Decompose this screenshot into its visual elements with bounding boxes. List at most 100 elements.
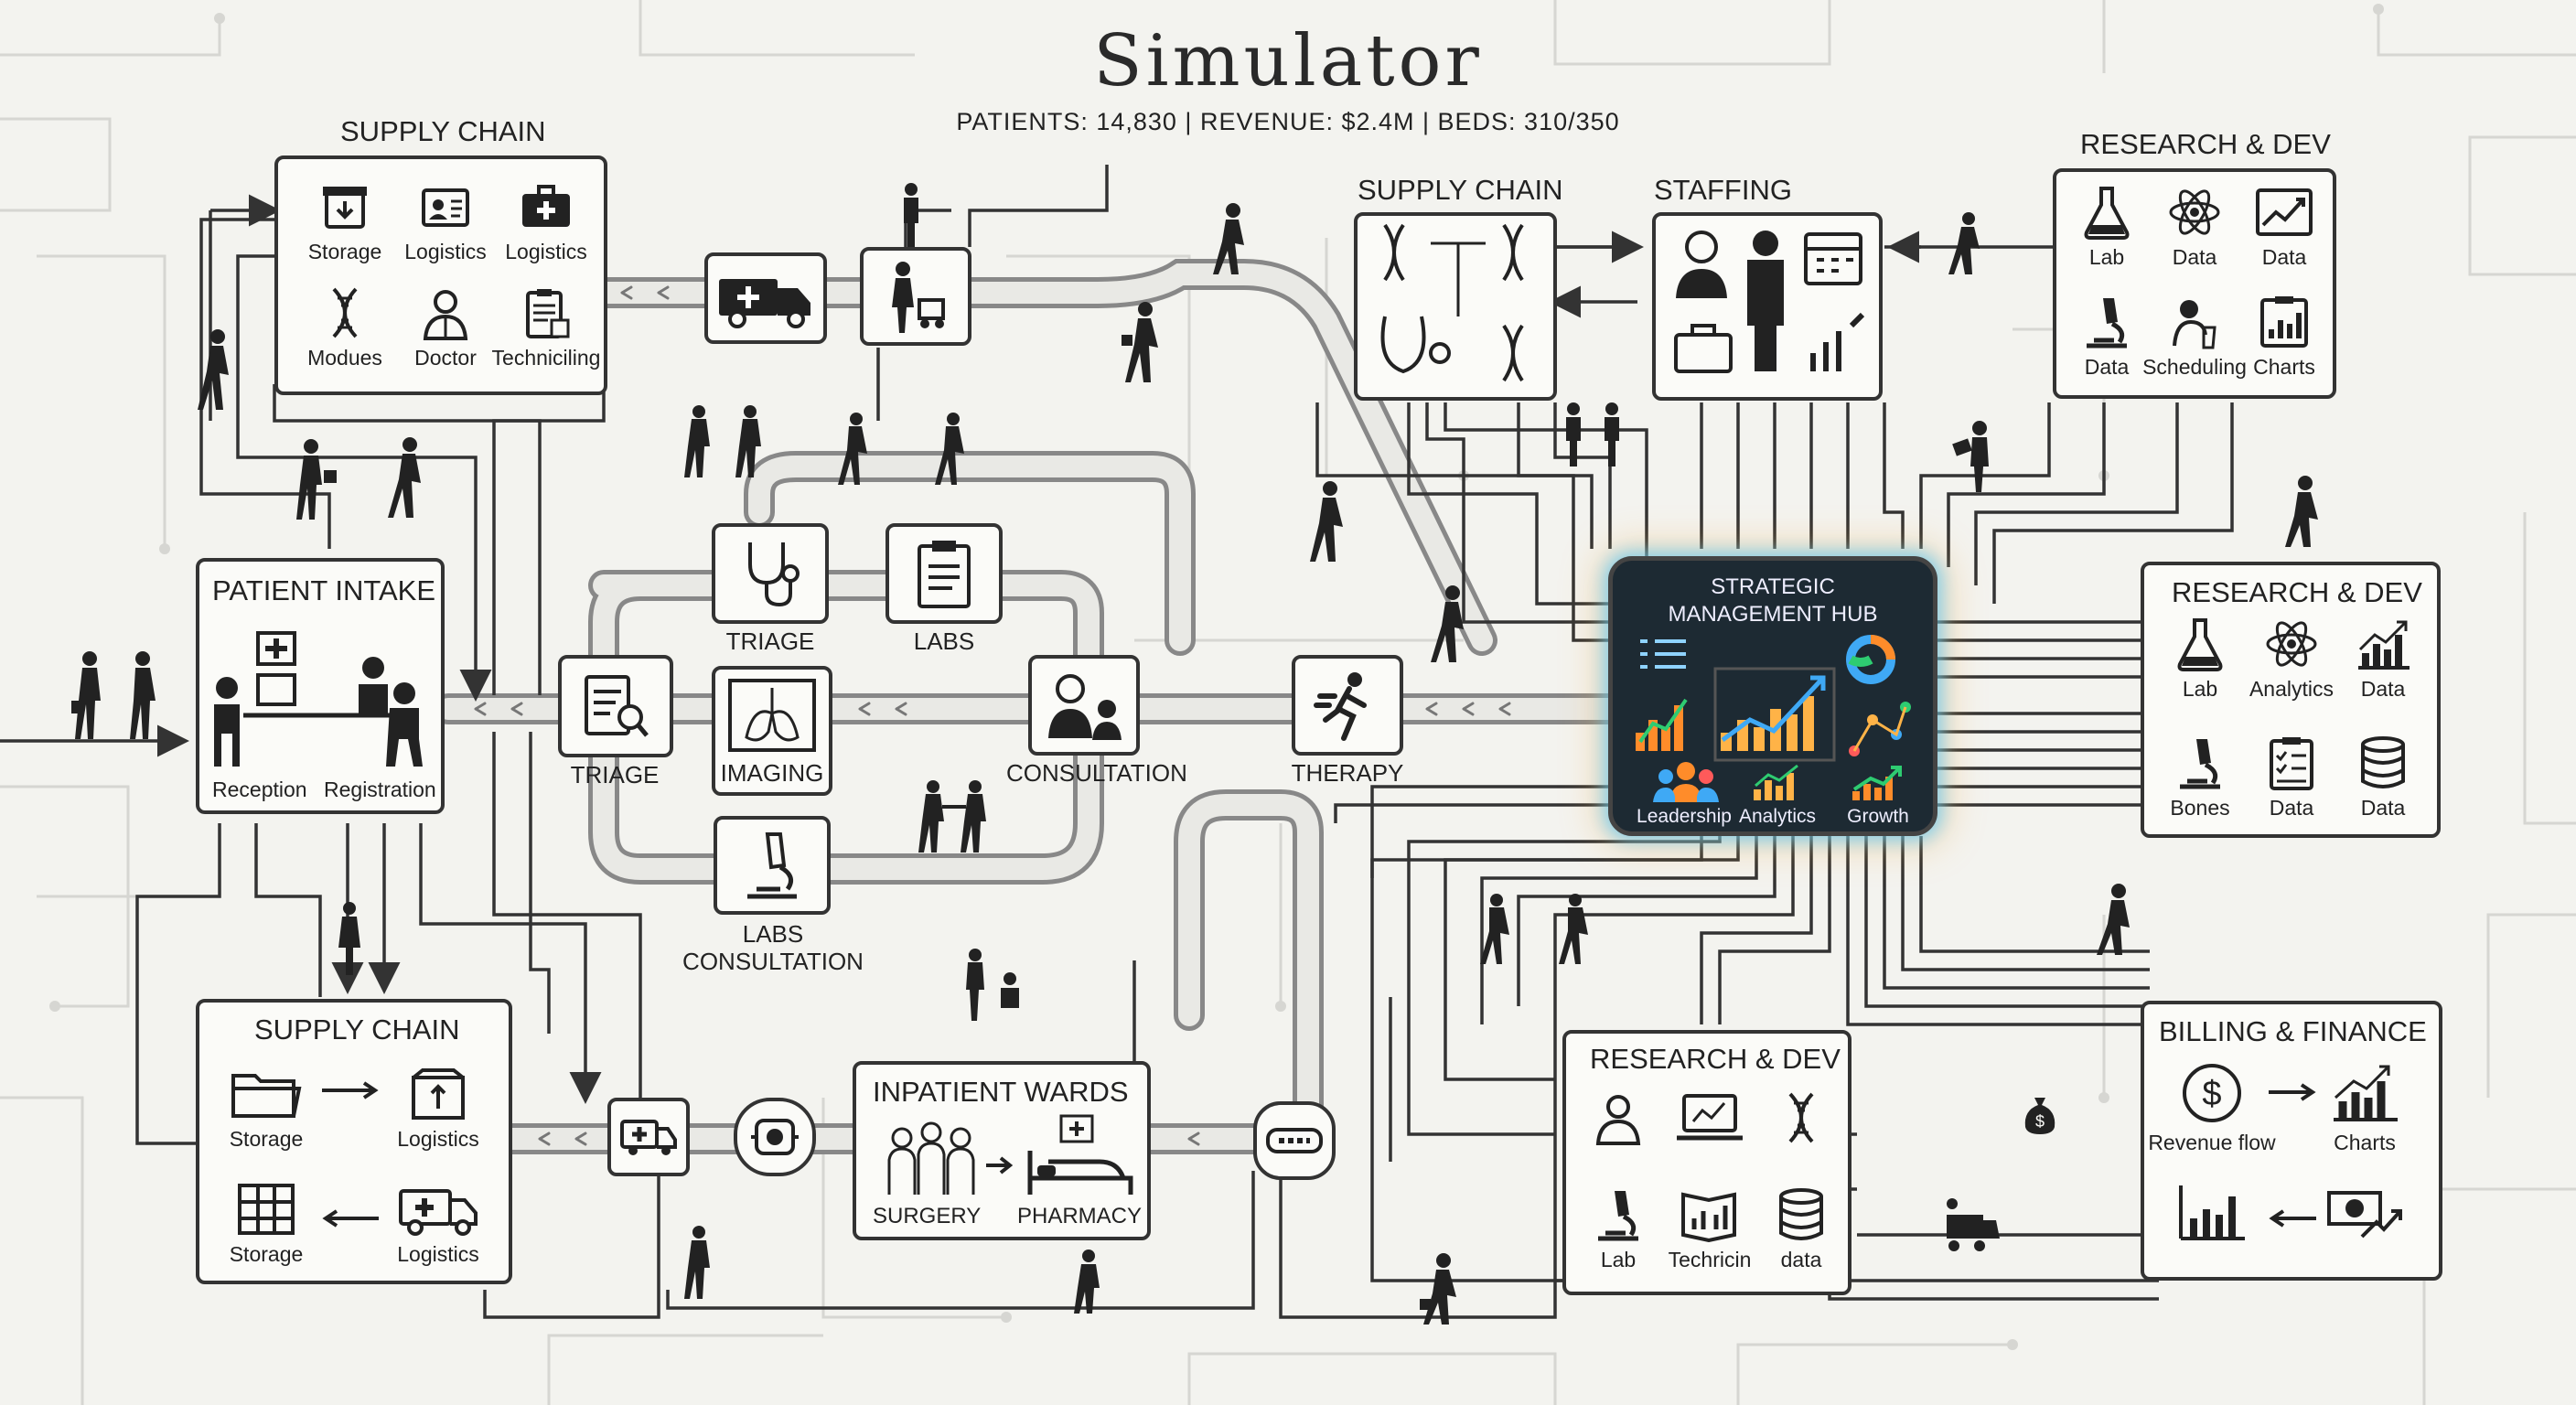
research-bottom-cell-6[interactable]: data [1742,1187,1861,1272]
ambulance-small-node[interactable] [607,1098,690,1176]
triage-top-label: TRIAGE [725,627,815,655]
hub-label-growth: Growth [1847,806,1909,827]
consultation-node[interactable] [1028,655,1140,756]
therapy-node[interactable] [1292,655,1403,756]
hub-dashboard-icon [1636,635,1911,762]
bed-icon [1266,1128,1323,1153]
research-bottom-cell-1[interactable] [1559,1090,1678,1145]
supply-chain-top-title: SUPPLY CHAIN [340,115,546,147]
labs-node[interactable] [886,523,1003,624]
research-right-cell-3[interactable]: Data [2324,617,2442,702]
walking-person-icon [1213,203,1244,274]
cell-label: Charts [2253,355,2315,379]
research-top-cell-3[interactable]: Data [2225,185,2344,270]
imaging-node[interactable]: IMAGING [712,666,832,796]
device-node[interactable] [734,1098,816,1176]
supply-top-cell-3[interactable]: Logistics [487,179,606,264]
research-right-cell-2[interactable]: Analytics [2232,617,2351,702]
supply-top-cell-1[interactable]: Storage [285,179,404,264]
labs-label: LABS [913,627,975,655]
research-right-cell-5[interactable]: Data [2232,735,2351,820]
cell-label: Logistics [404,240,487,263]
research-bottom-cell-3[interactable] [1742,1090,1861,1145]
registration-label: Registration [324,778,436,801]
walking-person-icon [684,1226,710,1299]
billing-cell-1[interactable]: $ Revenue flow [2148,1061,2276,1155]
research-right-cell-4[interactable]: Bones [2141,735,2259,820]
walking-person-icon [1310,481,1343,562]
walking-person-icon [1074,1249,1100,1314]
research-top-cell-4[interactable]: Data [2047,295,2166,380]
bed-capsule-node[interactable] [1253,1101,1336,1180]
research-top-box: Lab Data Data Data Scheduling Charts [2053,168,2336,399]
supply-bottom-cell-4[interactable]: Logistics [379,1182,498,1267]
trend-chart-icon [2256,188,2313,236]
billing-cell-3[interactable] [2148,1180,2276,1244]
research-top-cell-1[interactable]: Lab [2047,185,2166,270]
arrow-left-icon [322,1209,379,1228]
surgery-label: SURGERY [873,1204,982,1228]
strategic-management-hub[interactable]: STRATEGIC MANAGEMENT HUB Leadership Anal… [1608,556,1937,836]
microscope-icon [2180,739,2220,789]
hub-title: STRATEGIC MANAGEMENT HUB [1668,574,1878,627]
research-right-box: RESEARCH & DEV Lab Analytics Data Bones … [2141,562,2441,838]
cell-label: Revenue flow [2148,1131,2276,1154]
research-bottom-cell-4[interactable]: Lab [1559,1187,1678,1272]
triage-node[interactable] [558,655,673,757]
research-top-cell-2[interactable]: Data [2135,185,2254,270]
research-right-cell-6[interactable]: Data [2324,735,2442,820]
folder-icon [231,1074,302,1118]
research-right-cell-1[interactable]: Lab [2141,617,2259,702]
cell-label: Modues [307,346,382,370]
supply-top-cell-6[interactable]: Techniciling [487,285,606,370]
dna-icon [1788,1092,1814,1143]
arrow-right-icon [2269,1083,2316,1101]
billing-cell-2[interactable]: Charts [2305,1061,2424,1155]
billing-cell-4[interactable] [2305,1180,2424,1244]
supply-chain-bottom-box: SUPPLY CHAIN Storage Logistics Storage L… [196,999,512,1284]
research-top-cell-6[interactable]: Charts [2225,295,2344,380]
ambulance-icon [399,1189,478,1236]
staff-group-icon [1674,231,1865,373]
triage-top-node[interactable] [712,523,829,624]
supply-bottom-cell-2[interactable]: Logistics [379,1067,498,1152]
research-top-title: RESEARCH & DEV [2080,128,2331,160]
cell-label: Storage [307,240,382,263]
bar-chart-icon [2334,1065,2398,1121]
cart-icon [1947,1198,2000,1251]
imaging-label: IMAGING [720,759,824,787]
cell-label: Lab [1600,1248,1637,1271]
supply-bottom-cell-1[interactable]: Storage [207,1067,326,1152]
atom-icon [2266,621,2317,667]
supply-top-cell-4[interactable]: Modues [285,285,404,370]
walking-person-icon [198,329,229,410]
money-trend-icon [2327,1191,2402,1239]
research-bottom-cell-5[interactable]: Techricin [1650,1187,1769,1272]
walking-person-icon [1431,585,1464,662]
cell-label: Charts [2334,1131,2396,1154]
database-icon [1779,1188,1823,1240]
supply-top-cell-5[interactable]: Doctor [386,285,505,370]
standing-person-icon [338,902,360,975]
supply-bottom-cell-3[interactable]: Storage [207,1182,326,1267]
caregiver-node[interactable] [860,247,971,346]
pharmacy-label: PHARMACY [1017,1204,1143,1228]
cell-label: Data [2269,796,2314,820]
research-top-cell-5[interactable]: Scheduling [2135,295,2254,380]
cell-label: Scheduling [2142,355,2247,379]
patient-intake-box: PATIENT INTAKE Reception Registration [196,558,445,814]
research-bottom-cell-2[interactable] [1650,1090,1769,1145]
cell-label: Data [2172,245,2217,269]
inpatient-title: INPATIENT WARDS [873,1076,1129,1108]
ambulance-node[interactable] [704,252,827,344]
cell-label: Techricin [1668,1248,1752,1271]
standing-person-icon [904,183,918,247]
supply-top-cell-2[interactable]: Logistics [386,179,505,264]
walking-people-icon [684,405,761,477]
labs-consultation-node[interactable] [714,816,831,915]
money-bag-icon: $ [2024,1098,2055,1134]
checklist-icon [2270,737,2313,790]
page-title: Simulator [1093,20,1483,102]
ambulance-icon [719,279,810,328]
cell-label: Data [2261,245,2307,269]
